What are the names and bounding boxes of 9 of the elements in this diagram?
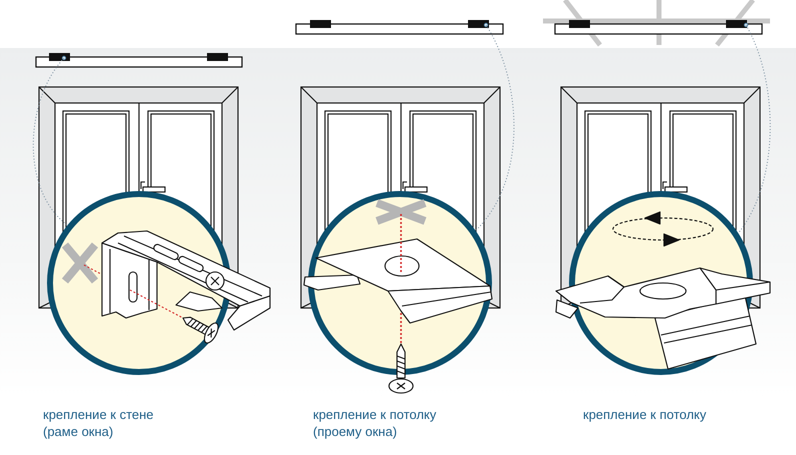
panel-caption: крепление к стене (раме окна) [43,406,155,440]
rail-top-view [35,53,243,68]
panel-caption: крепление к потолку (проему окна) [313,406,438,440]
leader-line [738,24,771,234]
rail-top-view [554,20,763,35]
leader-line [475,24,514,232]
leader-line [32,58,68,226]
rail-top-view [295,20,504,35]
panel-caption: крепление к потолку [583,406,708,423]
